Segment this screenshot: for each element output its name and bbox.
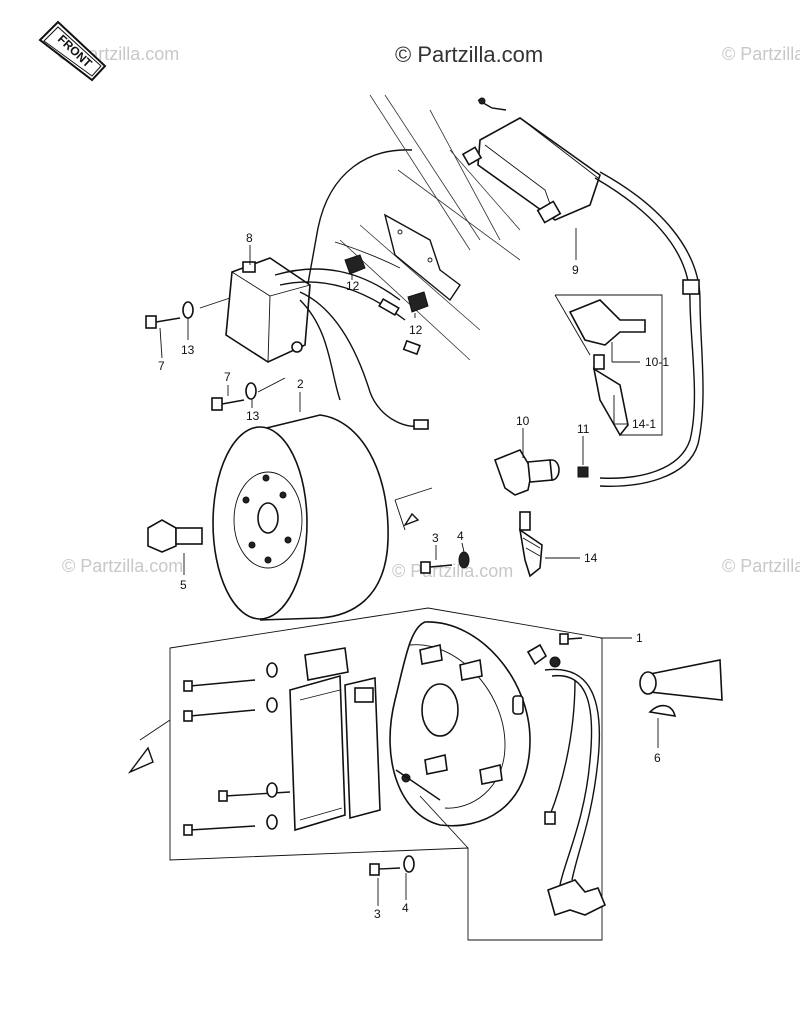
washer-13-lower	[245, 382, 257, 400]
nut-12-lower	[407, 291, 429, 313]
callout-8: 8	[246, 231, 253, 245]
stator-long-screws	[183, 662, 291, 836]
stator-plate	[389, 621, 531, 827]
callout-4-lower: 4	[402, 901, 409, 915]
stator-wiring-harness	[526, 643, 607, 917]
screw-3-lower	[369, 863, 401, 876]
screw-3-upper	[420, 561, 453, 574]
ignition-coil	[461, 97, 704, 487]
screw-3-small-right	[559, 633, 583, 645]
watermark-mid-left: © Partzilla.com	[62, 556, 183, 576]
callout-3-lower: 3	[374, 907, 381, 921]
watermark-mid-center: © Partzilla.com	[392, 561, 513, 581]
spark-plug-cap-10-1	[568, 299, 646, 346]
bolt-7-upper	[145, 315, 181, 329]
callout-3-upper: 3	[432, 531, 439, 545]
washer-4-lower	[403, 855, 415, 873]
callout-10-1: 10-1	[645, 355, 669, 369]
callout-13-lower: 13	[246, 409, 260, 423]
callout-1: 1	[636, 631, 643, 645]
engine-cover-outline	[304, 94, 521, 361]
bolt-7-lower	[211, 397, 245, 411]
callout-7-lower: 7	[224, 370, 231, 384]
spark-plug-cap-10	[493, 449, 560, 496]
callout-2: 2	[297, 377, 304, 391]
watermark-mid-right: © Partzilla.com	[722, 556, 800, 576]
flywheel-bolt	[147, 519, 203, 553]
crankshaft-end	[639, 659, 723, 701]
nut-12-upper	[344, 254, 366, 275]
flywheel-rotor	[212, 414, 433, 621]
spark-plug-14	[518, 511, 543, 578]
callout-14: 14	[584, 551, 598, 565]
cdi-unit	[225, 257, 429, 430]
washer-4-upper	[458, 551, 470, 569]
callout-4-upper: 4	[457, 529, 464, 543]
callout-9: 9	[572, 263, 579, 277]
inset-box	[554, 294, 663, 436]
callout-10: 10	[516, 414, 530, 428]
callout-11: 11	[577, 422, 590, 436]
leader-lines	[159, 228, 659, 906]
callout-13-upper: 13	[181, 343, 195, 357]
washer-13-upper	[182, 301, 194, 319]
callouts: 8 9 12 12 13 7 7 13 2 10-1 14-1 10 11 14…	[158, 231, 669, 921]
exciter-coils	[289, 647, 381, 832]
callout-14-1: 14-1	[632, 417, 656, 431]
stator-assembly-outline	[127, 607, 603, 941]
spark-plug-14-1	[592, 354, 629, 437]
small-screw-with-washer-on-plate	[395, 769, 469, 849]
callout-6: 6	[654, 751, 661, 765]
callout-12-lower: 12	[409, 323, 423, 337]
coil-mounting-bracket	[383, 213, 461, 302]
watermark-main: © Partzilla.com	[395, 42, 543, 67]
callout-12-upper: 12	[346, 279, 360, 293]
callout-7-upper: 7	[158, 359, 165, 373]
callout-5: 5	[180, 578, 187, 592]
woodruff-key-6	[648, 704, 677, 717]
spring-11	[577, 466, 589, 478]
watermark-top-right: © Partzilla.com	[722, 44, 800, 64]
